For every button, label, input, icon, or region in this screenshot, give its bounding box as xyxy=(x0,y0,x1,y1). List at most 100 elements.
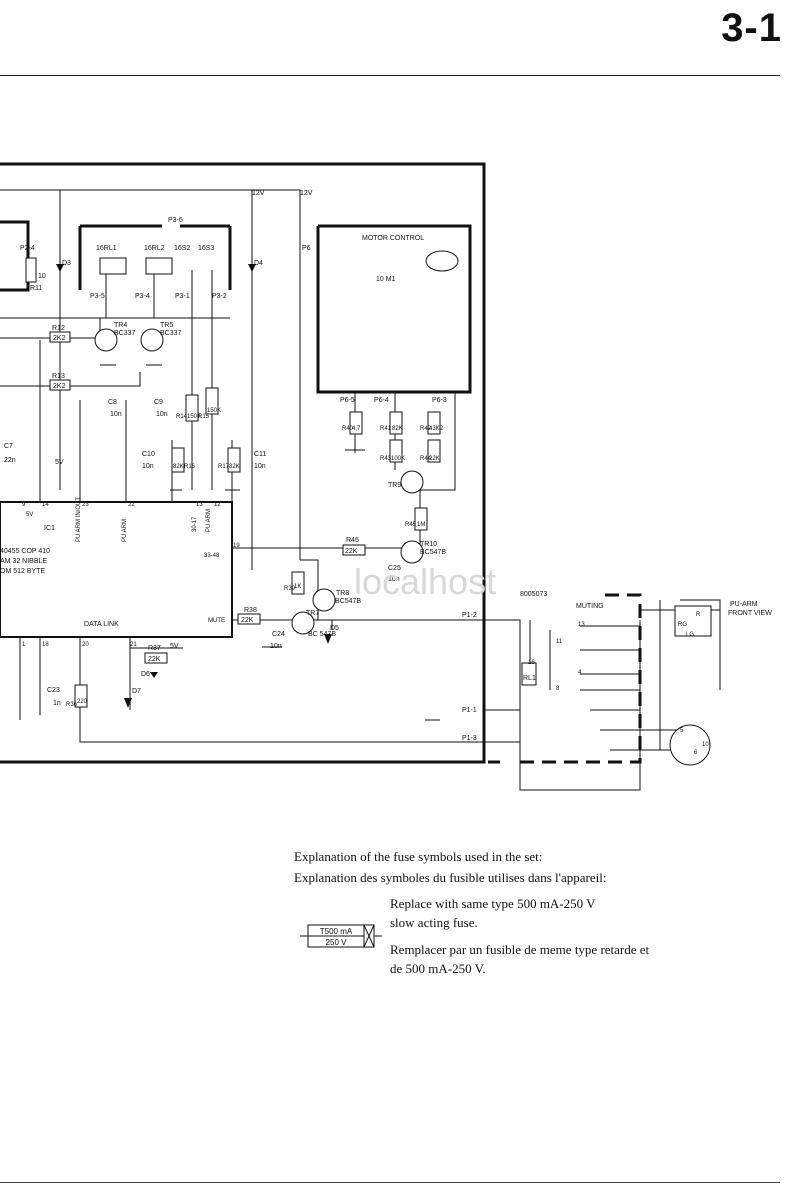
fuse-symbol-voltage: 250 V xyxy=(326,938,348,947)
r44-value: 22K xyxy=(429,456,440,462)
pu-arm-lg: LG xyxy=(686,632,694,638)
relay-16rl2: 16RL2 xyxy=(144,245,165,252)
conn-p3-2: P3-2 xyxy=(212,293,227,300)
r46-value: 22K xyxy=(345,548,358,555)
r44-ref: R44 xyxy=(420,456,432,462)
bottom-rule xyxy=(0,1182,780,1183)
conn-p6-3: P6-3 xyxy=(432,397,447,404)
r39-value: 1K xyxy=(294,584,301,590)
ic1-pin-22: 22 xyxy=(128,502,135,508)
conn-p1-2: P1-2 xyxy=(462,612,477,619)
fuse-desc-en-1: Replace with same type 500 mA-250 V xyxy=(390,896,596,911)
conn-p6-5: P6-5 xyxy=(340,397,355,404)
conn-p6-4: P6-4 xyxy=(374,397,389,404)
switch-16s2: 16S2 xyxy=(174,245,190,252)
r37-ref: R37 xyxy=(148,645,161,652)
ic1-pin-21: 21 xyxy=(130,642,137,648)
r42-value: 43K2 xyxy=(429,426,444,432)
top-rule xyxy=(0,75,780,76)
pu-arm-pin-10: 10 xyxy=(702,742,709,748)
c11-value: 10n xyxy=(254,463,266,470)
muting-pin-4: 4 xyxy=(578,670,582,676)
c11-ref: C11 xyxy=(254,451,266,458)
r37-value: 22K xyxy=(148,656,161,663)
fuse-description: Replace with same type 500 mA-250 V slow… xyxy=(390,894,770,978)
tr7-type: BC 547B xyxy=(308,631,336,638)
r13-ref: R13 xyxy=(52,373,65,380)
tr10-type: BC547B xyxy=(420,549,446,556)
conn-p2-4: P2-4 xyxy=(20,245,35,252)
c9-value: 10n xyxy=(156,411,168,418)
supply-label: 12V xyxy=(252,190,265,197)
conn-p1-1: P1-1 xyxy=(462,707,477,714)
ic1-pin-9: 9 xyxy=(22,502,26,508)
c25-value: 10n xyxy=(388,576,400,583)
r15-value: 150K xyxy=(207,408,221,414)
r14-ref: R14 xyxy=(176,414,188,420)
r12-ref: R12 xyxy=(52,325,65,332)
ic1-pin-14: 14 xyxy=(42,502,49,508)
pu-arm-pin-6: 6 xyxy=(694,750,698,756)
r40-ref: R40 xyxy=(342,426,354,432)
r39-ref: R39 xyxy=(284,586,296,592)
c23-ref: C23 xyxy=(47,687,60,694)
tr4-type: BC337 xyxy=(114,330,136,337)
fuse-heading-english: Explanation of the fuse symbols used in … xyxy=(294,849,543,864)
ic1-pin-33-48: 33-48 xyxy=(204,553,220,559)
data-link-label: DATA LINK xyxy=(84,621,119,628)
r36-value: 220 xyxy=(77,699,88,705)
tr7-ref: TR7 xyxy=(306,610,319,617)
tr4-ref: TR4 xyxy=(114,322,127,329)
r14-value: 150K xyxy=(187,414,201,420)
supply-label-2: 12V xyxy=(300,190,313,197)
muting-label: MUTING xyxy=(576,603,604,610)
pu-arm-subtitle: FRONT VIEW xyxy=(728,610,772,617)
tr5-type: BC337 xyxy=(160,330,182,337)
pu-arm-title: PU-ARM xyxy=(730,601,758,608)
ic1-ref: IC1 xyxy=(44,525,55,532)
voltage-5v-3: 5V xyxy=(26,512,33,518)
c25-ref: C25 xyxy=(388,565,401,572)
fuse-desc-fr-1: Remplacer par un fusible de meme type re… xyxy=(390,942,650,957)
ic1-pin-23: 23 xyxy=(82,502,89,508)
circuit-schematic: 12V 12V P2-4 P3-6 P3-5 P3-4 P3-1 P3-2 P6… xyxy=(0,150,800,810)
conn-p1-3: P1-3 xyxy=(462,735,477,742)
muting-pin-16: 16 xyxy=(528,660,535,666)
ic1-pin-mute: MUTE xyxy=(208,618,225,624)
r15-ref: R15 xyxy=(198,414,210,420)
r16-ref: R16 xyxy=(184,464,196,470)
switch-16s3: 16S3 xyxy=(198,245,214,252)
conn-p3-5: P3-5 xyxy=(90,293,105,300)
ic1-pin-1: 1 xyxy=(22,642,26,648)
pin-label-pu-arm-in-out: PU ARM IN/OUT xyxy=(76,497,82,542)
r40-value: 4,7 xyxy=(352,426,361,432)
tr8-ref: TR8 xyxy=(336,590,349,597)
voltage-5v-2: 5V xyxy=(170,643,179,650)
c24-value: 10n xyxy=(270,643,282,650)
diode-d6: D6 xyxy=(141,671,150,678)
pu-arm-rg: RG xyxy=(678,622,687,628)
ic1-pin-19: 19 xyxy=(233,543,240,549)
pin-label-pu-arm-2: PU ARM xyxy=(206,509,212,532)
r46-ref: R46 xyxy=(346,537,359,544)
muting-pin-8: 8 xyxy=(556,686,560,692)
r38-ref: R38 xyxy=(244,607,257,614)
c7-ref: C7 xyxy=(4,443,13,450)
r36-ref: R36 xyxy=(66,702,78,708)
fuse-symbol-rating: T500 mA xyxy=(320,927,353,936)
fuse-heading-french: Explanation des symboles du fusible util… xyxy=(294,870,607,885)
ic1-body xyxy=(0,501,233,638)
c7-value: 22n xyxy=(4,457,16,464)
c10-value: 10n xyxy=(142,463,154,470)
r17-value: 82K xyxy=(229,464,240,470)
ic1-pin-20: 20 xyxy=(82,642,89,648)
r17-ref: R17 xyxy=(218,464,230,470)
r45-value: 1M xyxy=(417,522,425,528)
diode-d5: D5 xyxy=(330,625,339,632)
r45-ref: R45 xyxy=(405,522,417,528)
c23-value: 1n xyxy=(53,700,61,707)
r43-ref: R43 xyxy=(380,456,392,462)
diode-d4: D4 xyxy=(254,260,263,267)
page-number: 3-1 xyxy=(721,6,782,50)
r11-ref: R11 xyxy=(30,285,42,292)
